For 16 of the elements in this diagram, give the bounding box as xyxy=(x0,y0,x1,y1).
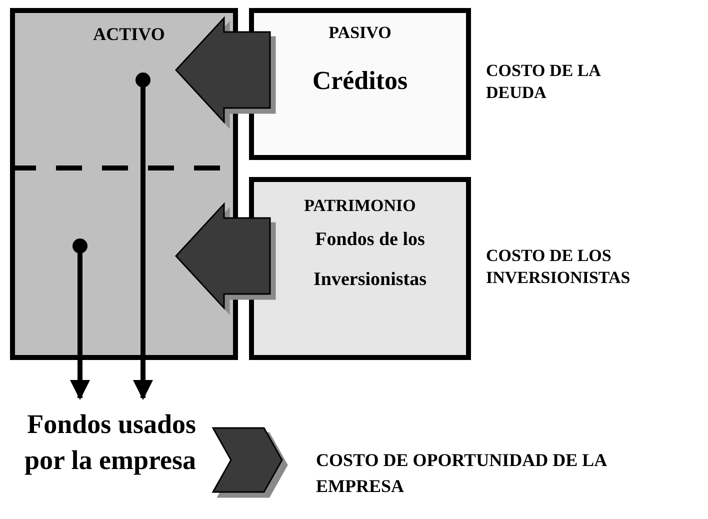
opportunity-cost-text: COSTO DE OPORTUNIDAD DE LA EMPRESA xyxy=(316,449,608,498)
chevron-arrow xyxy=(212,427,283,493)
cost-label: COSTO DE LA DEUDA xyxy=(486,60,602,104)
block-arrow xyxy=(174,202,271,310)
box-heading: ACTIVO xyxy=(92,23,166,45)
cost-label: COSTO DE LOS INVERSIONISTAS xyxy=(486,245,632,289)
block-arrow xyxy=(174,16,271,124)
box-heading: PASIVO xyxy=(328,23,392,43)
box-text: Créditos xyxy=(311,65,409,96)
equity-box xyxy=(249,177,471,360)
arrow xyxy=(133,72,153,400)
arrow xyxy=(70,238,90,400)
box-text: Fondos de los Inversionistas xyxy=(312,228,428,292)
box-heading: PATRIMONIO xyxy=(303,196,417,216)
liability-box xyxy=(249,8,471,160)
funds-used-text: Fondos usados por la empresa xyxy=(24,408,196,477)
